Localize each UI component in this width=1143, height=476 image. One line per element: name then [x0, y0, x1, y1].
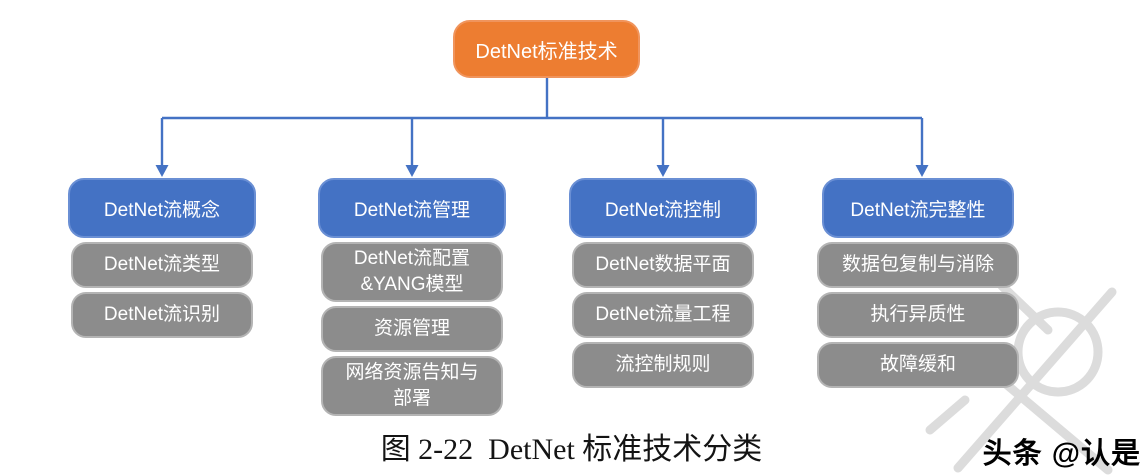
header-label: DetNet流控制: [604, 199, 722, 221]
item-node: 资源管理: [321, 306, 503, 352]
column-flow-control: DetNet流控制 DetNet数据平面 DetNet流量工程 流控制规则: [569, 178, 757, 388]
figure-caption: 图 2-22 DetNet 标准技术分类: [380, 433, 763, 466]
header-label: DetNet流概念: [103, 199, 221, 221]
item-node: DetNet数据平面: [572, 242, 754, 288]
header-label: DetNet流完整性: [850, 199, 986, 221]
item-node: 故障缓和: [817, 342, 1019, 388]
item-node: DetNet流识别: [71, 292, 253, 338]
item-node: 网络资源告知与 部署: [321, 356, 503, 416]
attribution-watermark: 头条 @认是: [982, 438, 1141, 470]
item-node: DetNet流类型: [71, 242, 253, 288]
column-flow-management: DetNet流管理 DetNet流配置 &YANG模型 资源管理 网络资源告知与…: [318, 178, 506, 416]
arrowheads: [155, 165, 929, 177]
item-node: 执行异质性: [817, 292, 1019, 338]
header-node: DetNet流管理: [318, 178, 506, 238]
root-node: DetNet标准技术: [453, 20, 640, 78]
header-label: DetNet流管理: [353, 199, 471, 221]
column-flow-concept: DetNet流概念 DetNet流类型 DetNet流识别: [68, 178, 256, 338]
column-flow-integrity: DetNet流完整性 数据包复制与消除 执行异质性 故障缓和: [814, 178, 1022, 388]
item-node: DetNet流量工程: [572, 292, 754, 338]
item-node: DetNet流配置 &YANG模型: [321, 242, 503, 302]
item-node: 流控制规则: [572, 342, 754, 388]
header-node: DetNet流完整性: [822, 178, 1014, 238]
root-node-label: DetNet标准技术: [475, 40, 618, 63]
header-node: DetNet流概念: [68, 178, 256, 238]
item-node: 数据包复制与消除: [817, 242, 1019, 288]
header-node: DetNet流控制: [569, 178, 757, 238]
